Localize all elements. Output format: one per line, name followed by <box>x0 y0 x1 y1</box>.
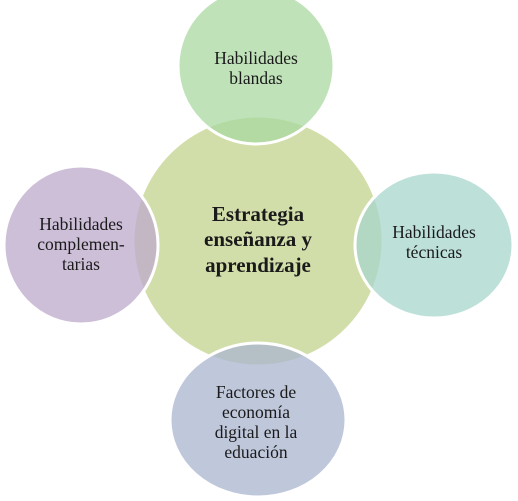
center-circle <box>131 114 385 368</box>
right-circle-technical-skills <box>353 170 515 320</box>
left-circle-complementary-skills <box>2 164 160 326</box>
bottom-circle-digital-economy <box>168 341 348 499</box>
top-circle-soft-skills <box>176 0 336 146</box>
